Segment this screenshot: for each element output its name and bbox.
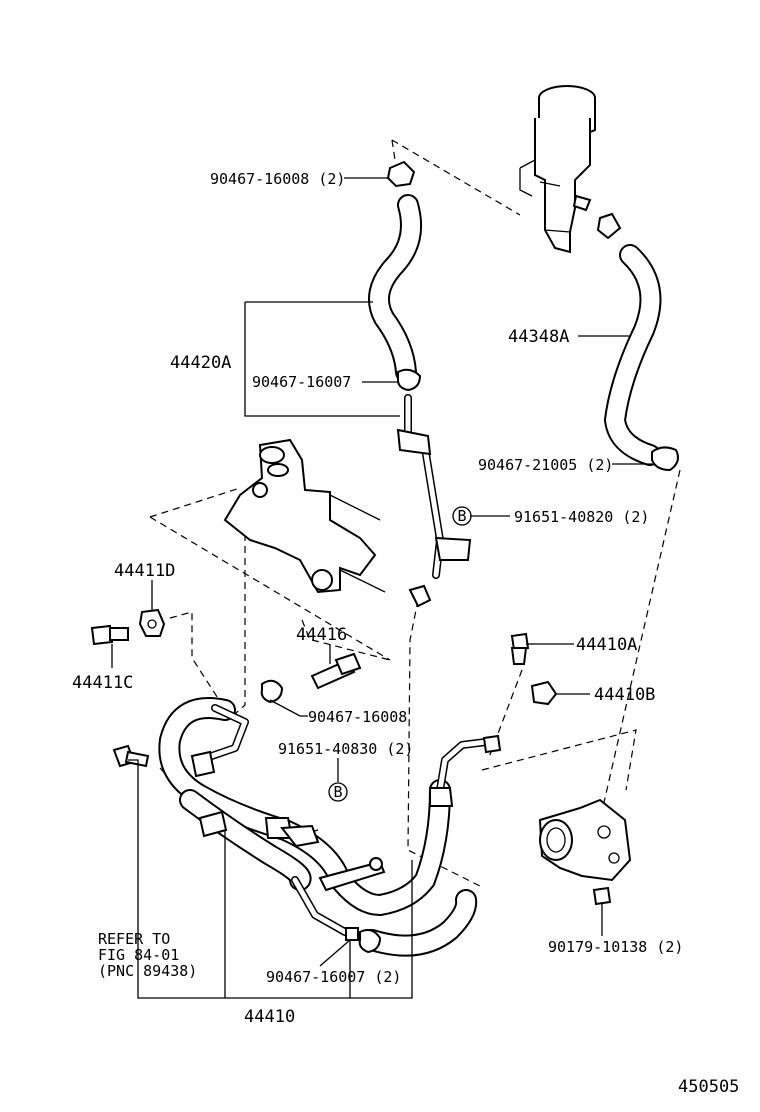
clamp-bottom	[358, 929, 382, 954]
return-tube	[396, 394, 472, 608]
label-clamp-low: 90467-16008	[308, 708, 407, 726]
label-clamp-top: 90467-16008 (2)	[210, 170, 345, 188]
hose-clamp-reservoir-top	[596, 212, 622, 240]
label-bolt-b-top: 91651-40820 (2)	[514, 508, 649, 526]
union-44416	[310, 652, 362, 690]
label-hose-return-assy: 44420A	[170, 353, 231, 373]
clamp-mid	[397, 368, 422, 392]
steering-gear-housing	[223, 438, 386, 594]
label-refer-line1: REFER TO	[98, 930, 170, 948]
label-gasket-pump: 44410B	[594, 685, 655, 705]
label-pressure-tube: 44410	[244, 1007, 295, 1027]
gasket-44410B	[530, 680, 558, 706]
label-refer-line2: FIG 84-01	[98, 946, 179, 964]
union-bolt-44411C	[90, 624, 129, 646]
hose-pump-inlet	[361, 889, 478, 957]
gasket-44411D	[138, 608, 166, 637]
label-nut-pump: 90179-10138 (2)	[548, 938, 683, 956]
label-clamp-bottom: 90467-16007 (2)	[266, 968, 401, 986]
label-union: 44416	[296, 625, 347, 645]
dashed-guides	[149, 139, 681, 889]
label-union-bolt: 44411C	[72, 673, 133, 693]
reservoir-tank	[519, 85, 596, 254]
marker-b-low: B	[328, 782, 348, 802]
label-figure-number: 450505	[678, 1077, 739, 1097]
leader-lines	[111, 177, 652, 999]
marker-b-top: B	[452, 506, 472, 526]
hose-return-44420A	[368, 194, 422, 383]
label-union-bolt-pump: 44410A	[576, 635, 637, 655]
label-refer-line3: (PNC 89438)	[98, 962, 197, 980]
label-gasket: 44411D	[114, 561, 175, 581]
power-steering-pump	[538, 798, 632, 882]
marker-b-low-text: B	[333, 783, 342, 801]
clamp-top	[386, 160, 416, 188]
pressure-tube-44410	[158, 697, 502, 941]
nut-90179	[592, 886, 612, 906]
label-bolt-b-low: 91651-40830 (2)	[278, 740, 413, 758]
label-hose-reservoir: 44348A	[508, 327, 569, 347]
union-bolt-44410A	[510, 632, 530, 665]
pressure-switch-left	[112, 744, 150, 768]
hose-reservoir-44348A	[603, 244, 662, 466]
hose-clamp-44348A-lower	[651, 446, 679, 472]
clamp-low	[260, 679, 284, 704]
marker-b-top-text: B	[457, 507, 466, 525]
label-clamp-mid: 90467-16007	[252, 373, 351, 391]
label-clamp-reservoir: 90467-21005 (2)	[478, 456, 613, 474]
